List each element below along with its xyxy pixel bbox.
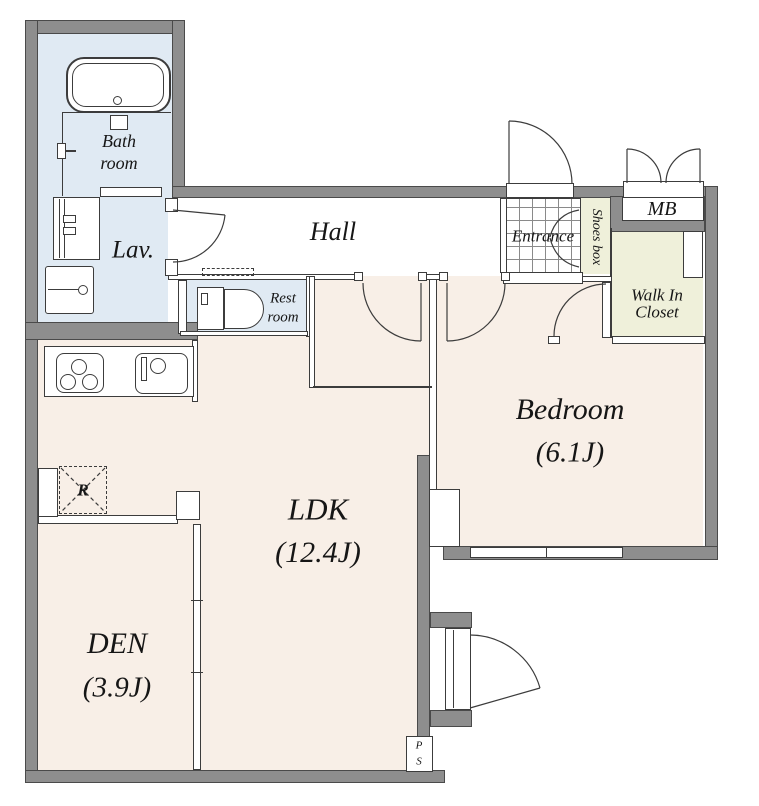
ldk-label: LDK — [287, 491, 349, 527]
wall-bath-top — [25, 20, 185, 34]
washer-faucet-icon-1 — [63, 215, 76, 223]
mb-box — [622, 197, 704, 221]
hall-entrance-step — [500, 198, 507, 273]
ldk-door-jamb-left — [354, 272, 363, 281]
toilet-flush-icon — [201, 293, 208, 305]
hall-floor — [178, 198, 506, 276]
toilet-bowl-icon — [224, 289, 264, 329]
wall-wic-door-stub — [548, 336, 560, 344]
stove-burner-2 — [60, 374, 76, 390]
exterior-door-leaf — [469, 687, 541, 709]
wall-hall-bottom-left — [168, 274, 360, 280]
wall-lav-bottom — [25, 322, 198, 340]
bath-room-label-2: room — [100, 153, 138, 173]
bath-platform-edge — [62, 112, 171, 113]
left-wall-niche — [38, 468, 58, 517]
bedroom-niche — [429, 489, 460, 547]
washbasin-drain-icon — [78, 285, 88, 295]
wic-inner-shelf — [683, 231, 703, 278]
entrance-label: Entrance — [511, 226, 575, 246]
den-label: DEN — [87, 627, 147, 660]
rest-room-label-2: room — [267, 309, 299, 326]
lavatory-label: Lav. — [112, 236, 154, 264]
den-sliding-door-tick-2 — [191, 672, 203, 673]
wall-wic-left — [610, 228, 612, 338]
exterior-door-frame — [445, 628, 471, 710]
exterior-door-arc — [469, 634, 541, 689]
wall-left-exterior — [25, 20, 38, 783]
mb-door-frame — [623, 181, 704, 198]
wall-wic-bottom — [612, 336, 705, 344]
mb-door-left-arc — [626, 148, 662, 184]
bath-counter-icon — [110, 115, 128, 130]
lav-door-jamb-bottom — [165, 259, 178, 276]
shoes-box-floor — [581, 198, 610, 274]
wall-nook-bedroom — [429, 276, 437, 490]
hall-label: Hall — [309, 217, 357, 246]
stove-burner-1 — [71, 359, 87, 375]
wall-door-stub-top — [430, 612, 472, 628]
pipe-space-label-2: S — [416, 755, 422, 768]
washer-faucet-icon-2 — [63, 227, 76, 235]
wall-door-stub-bottom — [430, 710, 472, 727]
pipe-space-label-1: P — [415, 739, 423, 752]
ldk-size-label: (12.4J) — [275, 536, 361, 569]
wic-door-leaf — [602, 282, 611, 338]
wall-bottom-exterior — [25, 770, 445, 783]
lav-door-jamb-top — [165, 198, 178, 212]
rest-room-label-1: Rest — [270, 290, 296, 307]
sink-lever-icon — [141, 357, 147, 381]
walk-in-closet-label-2: Closet — [635, 302, 679, 322]
refrigerator-label: R — [77, 480, 89, 500]
mb-door-right-arc — [665, 148, 701, 184]
bath-folding-door — [100, 187, 162, 197]
nook-floor-edge — [313, 386, 432, 388]
washer-pan-icon — [53, 197, 100, 260]
bath-shower-icon — [57, 143, 66, 159]
mb-label: MB — [647, 198, 677, 220]
stove-burner-3 — [82, 374, 98, 390]
washer-pan-line1 — [59, 199, 60, 258]
bath-shower-arm — [66, 150, 76, 152]
entrance-door-arc — [508, 120, 573, 185]
wall-den-top — [38, 515, 178, 524]
sink-faucet-icon — [150, 358, 166, 374]
bathtub-drain-icon — [113, 96, 122, 105]
entrance-step — [503, 272, 583, 284]
bedroom-window-mullion — [546, 547, 547, 558]
exterior-door-frame-line — [453, 630, 454, 708]
bedroom-label: Bedroom — [515, 393, 625, 426]
bath-room-label-1: Bath — [102, 131, 136, 151]
shoes-box-label: Shoes box — [589, 208, 604, 266]
den-door-pocket — [176, 491, 200, 520]
rest-room-upper-cabinet — [202, 268, 254, 276]
den-sliding-door — [193, 524, 201, 770]
den-sliding-door-tick-1 — [191, 600, 203, 601]
wall-hall-top — [172, 186, 512, 198]
rest-room-door — [178, 280, 187, 334]
entrance-door-frame — [506, 183, 574, 198]
refrigerator-space — [59, 466, 107, 514]
washbasin-line — [48, 289, 82, 290]
wall-right-exterior — [705, 186, 718, 560]
bedroom-door-jamb-left — [439, 272, 448, 281]
ldk-door-jamb-right — [418, 272, 427, 281]
bedroom-size-label: (6.1J) — [535, 436, 605, 469]
den-size-label: (3.9J) — [82, 671, 152, 704]
wall-nook-left — [309, 276, 315, 388]
pipe-space-box — [406, 736, 433, 772]
walk-in-closet-label-1: Walk In — [631, 285, 683, 305]
wall-rest-room-bottom — [180, 331, 308, 336]
wall-bath-right — [172, 20, 185, 190]
bedroom-door-jamb-right — [501, 272, 510, 281]
